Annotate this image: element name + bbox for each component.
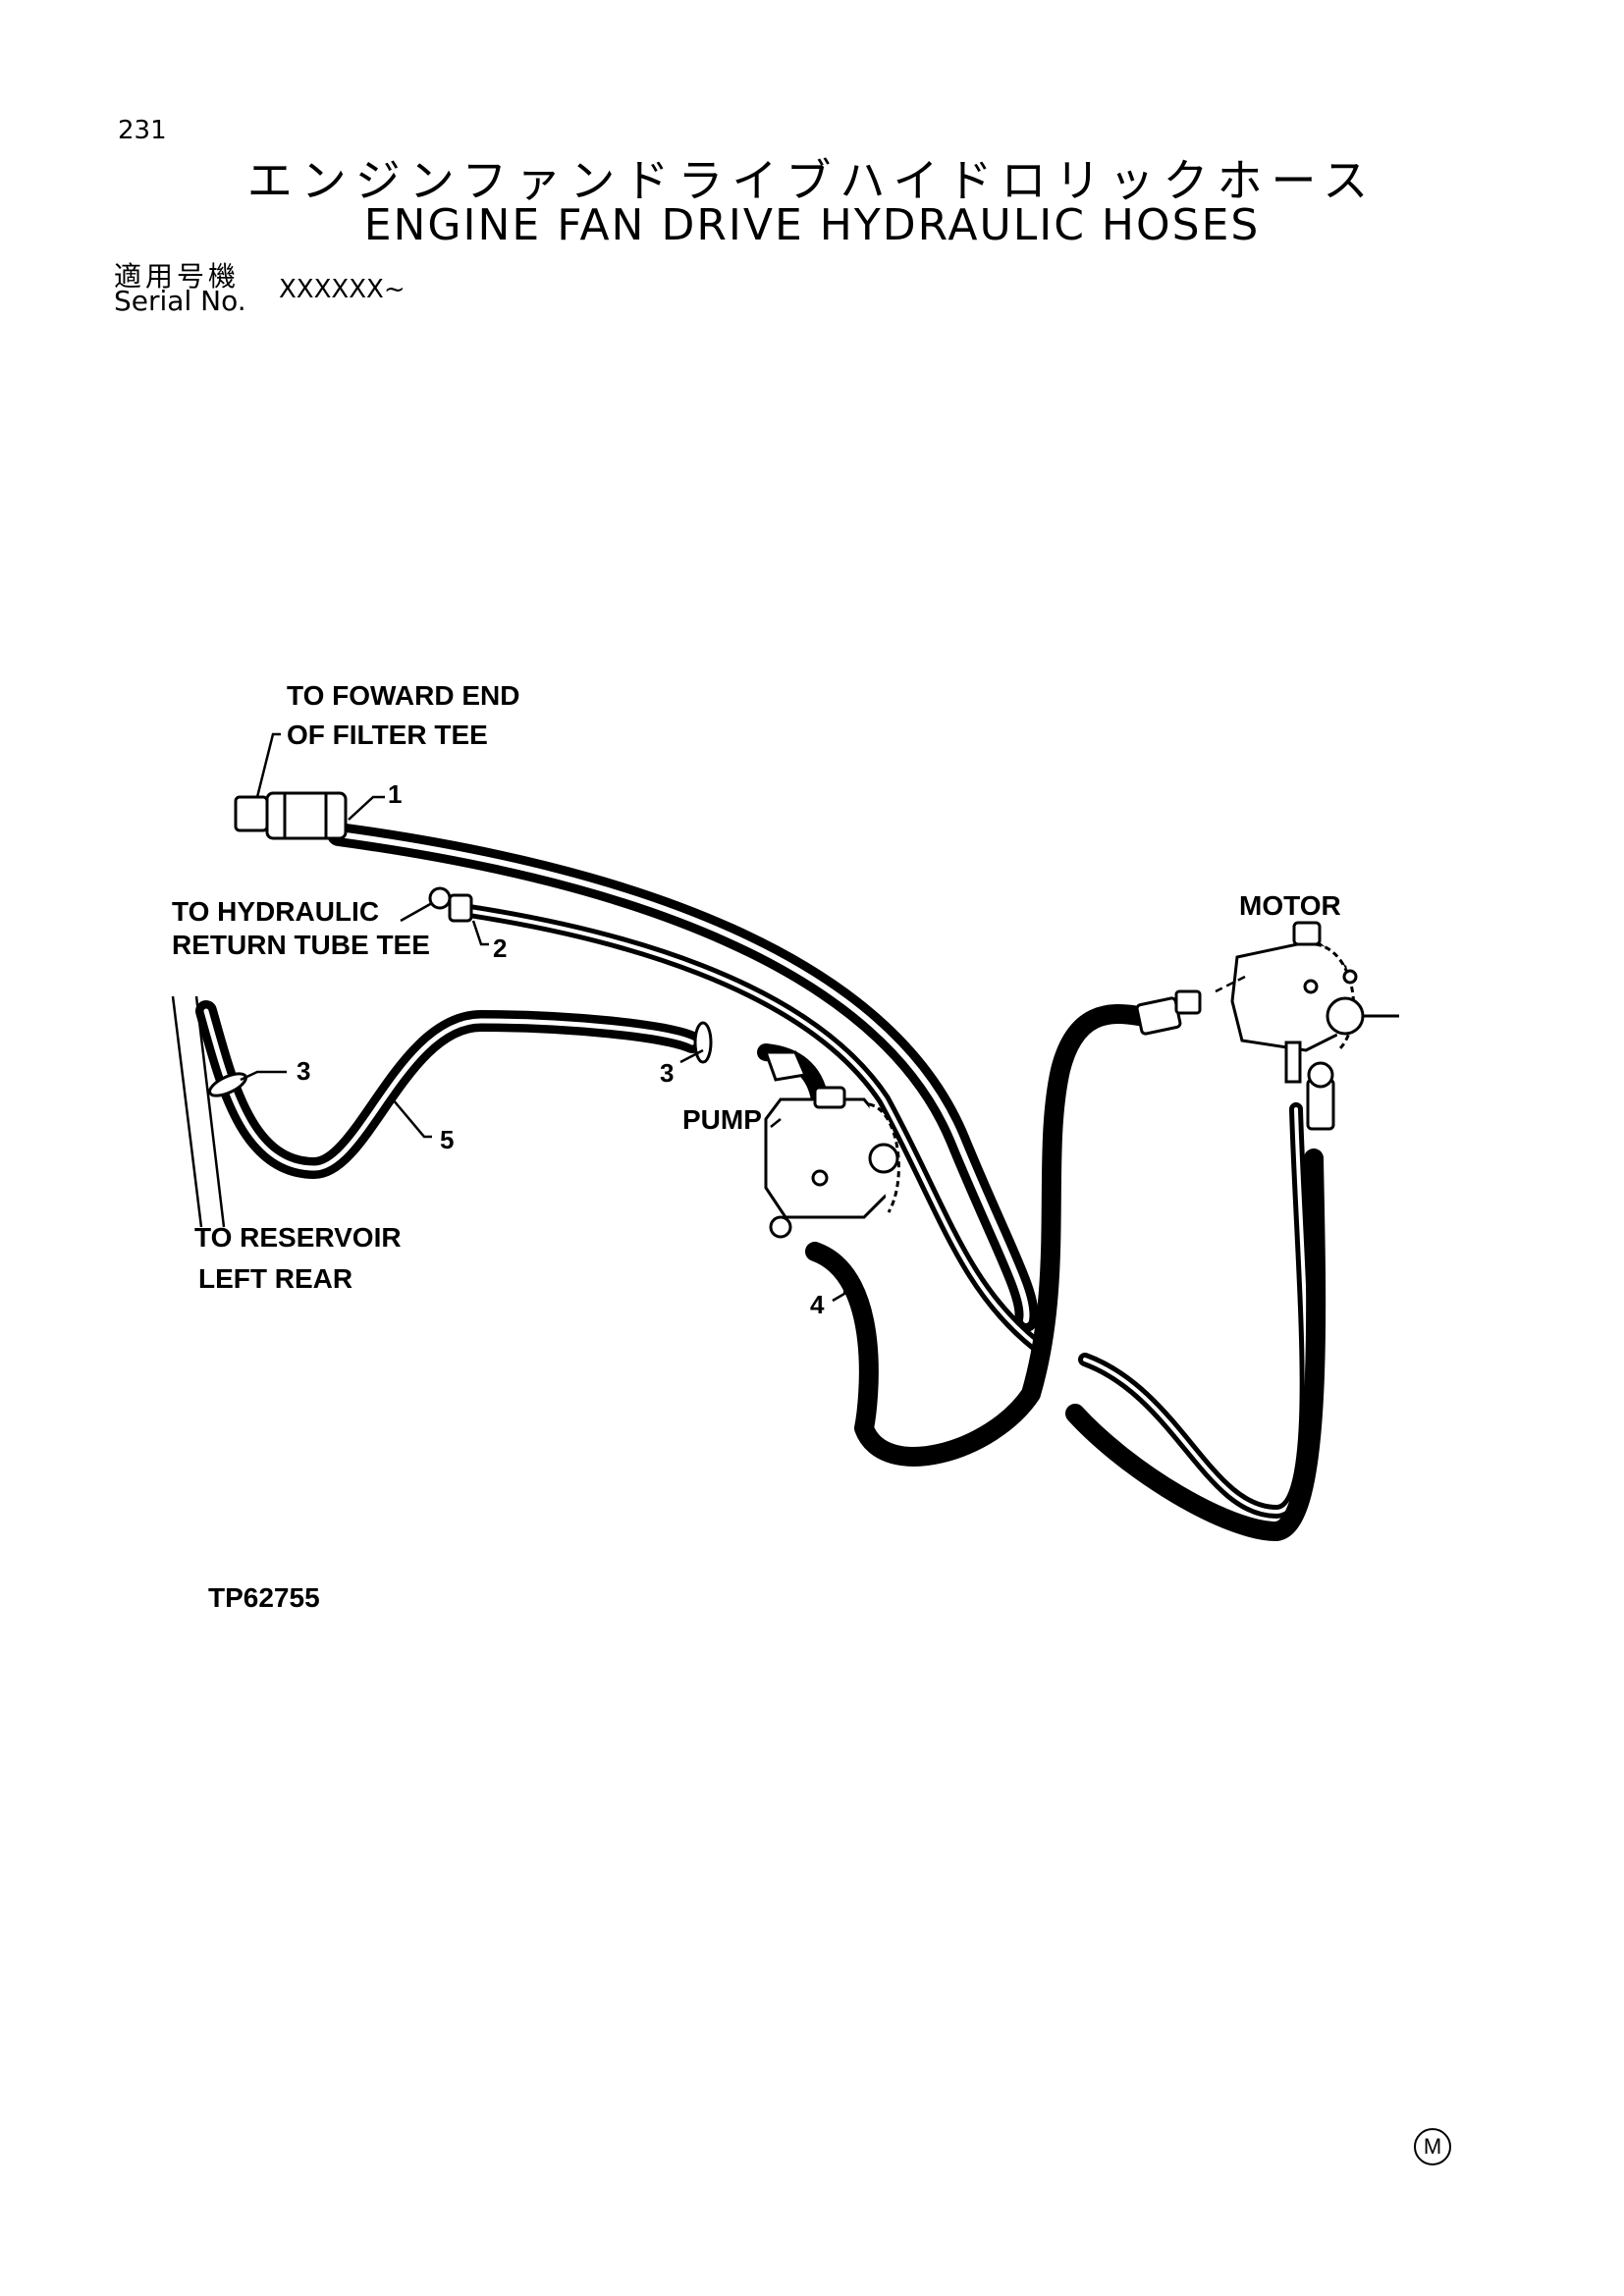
- hose-4-lower: [1065, 1148, 1326, 1541]
- label-return-tube-tee: RETURN TUBE TEE: [172, 930, 430, 960]
- page-title-english: ENGINE FAN DRIVE HYDRAULIC HOSES: [363, 200, 1261, 250]
- leader-pump: [770, 1118, 782, 1128]
- figure-id: TP62755: [208, 1582, 320, 1613]
- label-to-forward-end: TO FOWARD END: [287, 680, 519, 711]
- hose-clamp-right: [693, 1021, 713, 1064]
- label-pump: PUMP: [682, 1104, 762, 1135]
- leader-callout-4: [832, 1275, 848, 1303]
- page-number: 231: [118, 116, 167, 145]
- leader-callout-5: [392, 1098, 432, 1139]
- leader-filter-tee: [255, 732, 281, 798]
- leader-callout-1: [348, 795, 385, 821]
- callout-2: 2: [493, 934, 507, 963]
- label-left-rear: LEFT REAR: [198, 1263, 352, 1294]
- callout-3-right: 3: [660, 1058, 674, 1088]
- serial-value: XXXXXX~: [279, 275, 406, 304]
- leader-motor: [1215, 975, 1246, 993]
- filter-tee-fitting: [234, 791, 348, 840]
- label-to-hydraulic: TO HYDRAULIC: [172, 896, 379, 927]
- leader-reservoir: [171, 995, 203, 1228]
- m-mark-symbol: M: [1414, 2128, 1451, 2165]
- callout-5: 5: [440, 1125, 454, 1154]
- callout-3-left: 3: [297, 1056, 310, 1086]
- leader-callout-3a: [240, 1070, 287, 1082]
- label-of-filter-tee: OF FILTER TEE: [287, 720, 488, 750]
- return-tee-fitting: [428, 886, 473, 923]
- callout-1: 1: [388, 779, 402, 809]
- callout-4: 4: [810, 1290, 825, 1319]
- serial-label-english: Serial No.: [114, 285, 246, 317]
- page-title-japanese: エンジンファンドライブハイドロリックホース: [246, 154, 1378, 207]
- pump-body: [763, 1050, 900, 1239]
- label-motor: MOTOR: [1239, 890, 1341, 921]
- leader-reservoir-2: [194, 995, 226, 1228]
- leader-callout-3b: [679, 1048, 704, 1064]
- leader-return-tee: [400, 901, 433, 923]
- leader-callout-2: [471, 920, 489, 946]
- label-to-reservoir: TO RESERVOIR: [194, 1222, 402, 1253]
- hose-4: [805, 1004, 1149, 1467]
- serial-label-japanese: 適用号機: [114, 260, 241, 293]
- motor-body: [1135, 921, 1399, 1131]
